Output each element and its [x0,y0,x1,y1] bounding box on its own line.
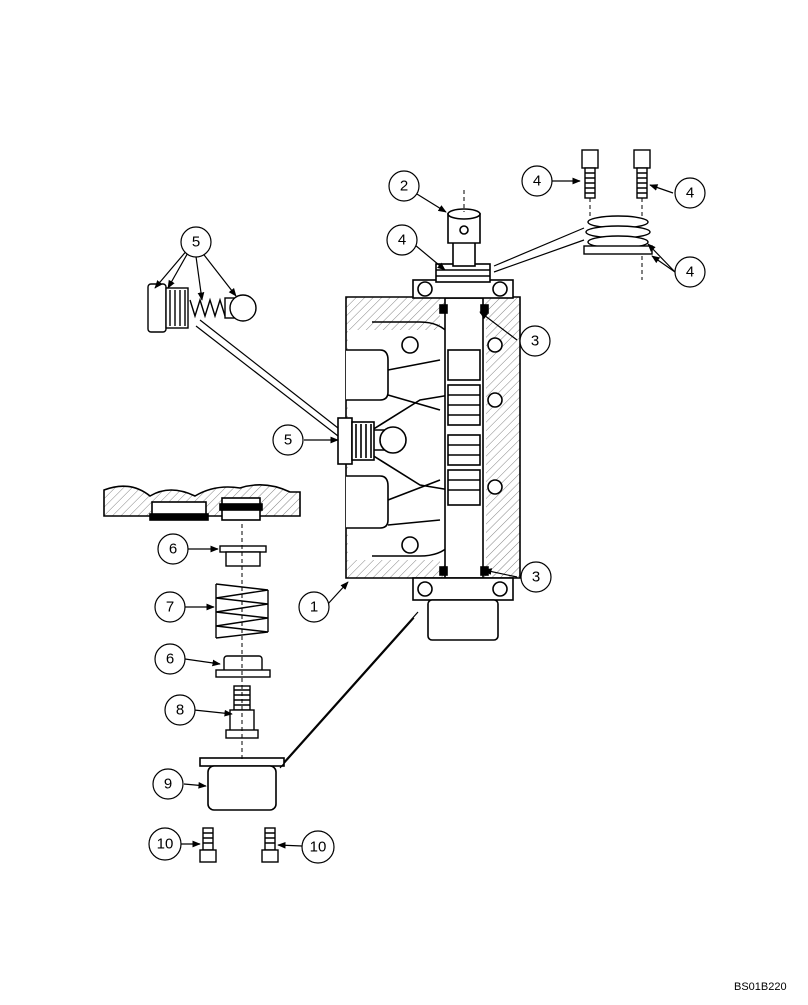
housing-section [103,484,301,521]
spring-seat-upper [219,545,267,567]
bottom-cap [412,577,514,641]
callout-4-screw-right: 4 [686,185,694,202]
detent-assembly [147,283,257,333]
spring-seat-lower [215,655,271,678]
callout-labels: 2 4 3 3 4 4 4 5 5 6 7 6 8 9 1 10 10 [157,173,695,856]
dust-boot [583,215,653,255]
drawing-code: BS01B220 [734,981,787,993]
callout-6-lower: 6 [166,651,174,668]
callout-4-boot: 4 [686,264,694,281]
callout-5-detent: 5 [192,234,200,251]
callout-4-screw-left: 4 [533,173,541,190]
callout-1: 1 [310,599,318,616]
callouts [148,165,706,864]
callout-10-left: 10 [157,836,174,853]
cap-screws-bottom [199,827,279,863]
centering-spring [215,583,269,639]
valve-body [337,296,521,579]
callout-7: 7 [166,599,174,616]
callout-6-upper: 6 [169,541,177,558]
top-cap-and-stem [412,208,514,299]
callout-2: 2 [400,178,408,195]
callout-9: 9 [164,776,172,793]
cap-screws-top [581,149,651,199]
callout-10-right: 10 [310,839,327,856]
callout-8: 8 [176,702,184,719]
callout-5-body: 5 [284,432,292,449]
end-cap [199,757,285,811]
callout-4-stem: 4 [398,232,406,249]
callout-3-bottom: 3 [532,569,540,586]
callout-3-top: 3 [531,333,539,350]
